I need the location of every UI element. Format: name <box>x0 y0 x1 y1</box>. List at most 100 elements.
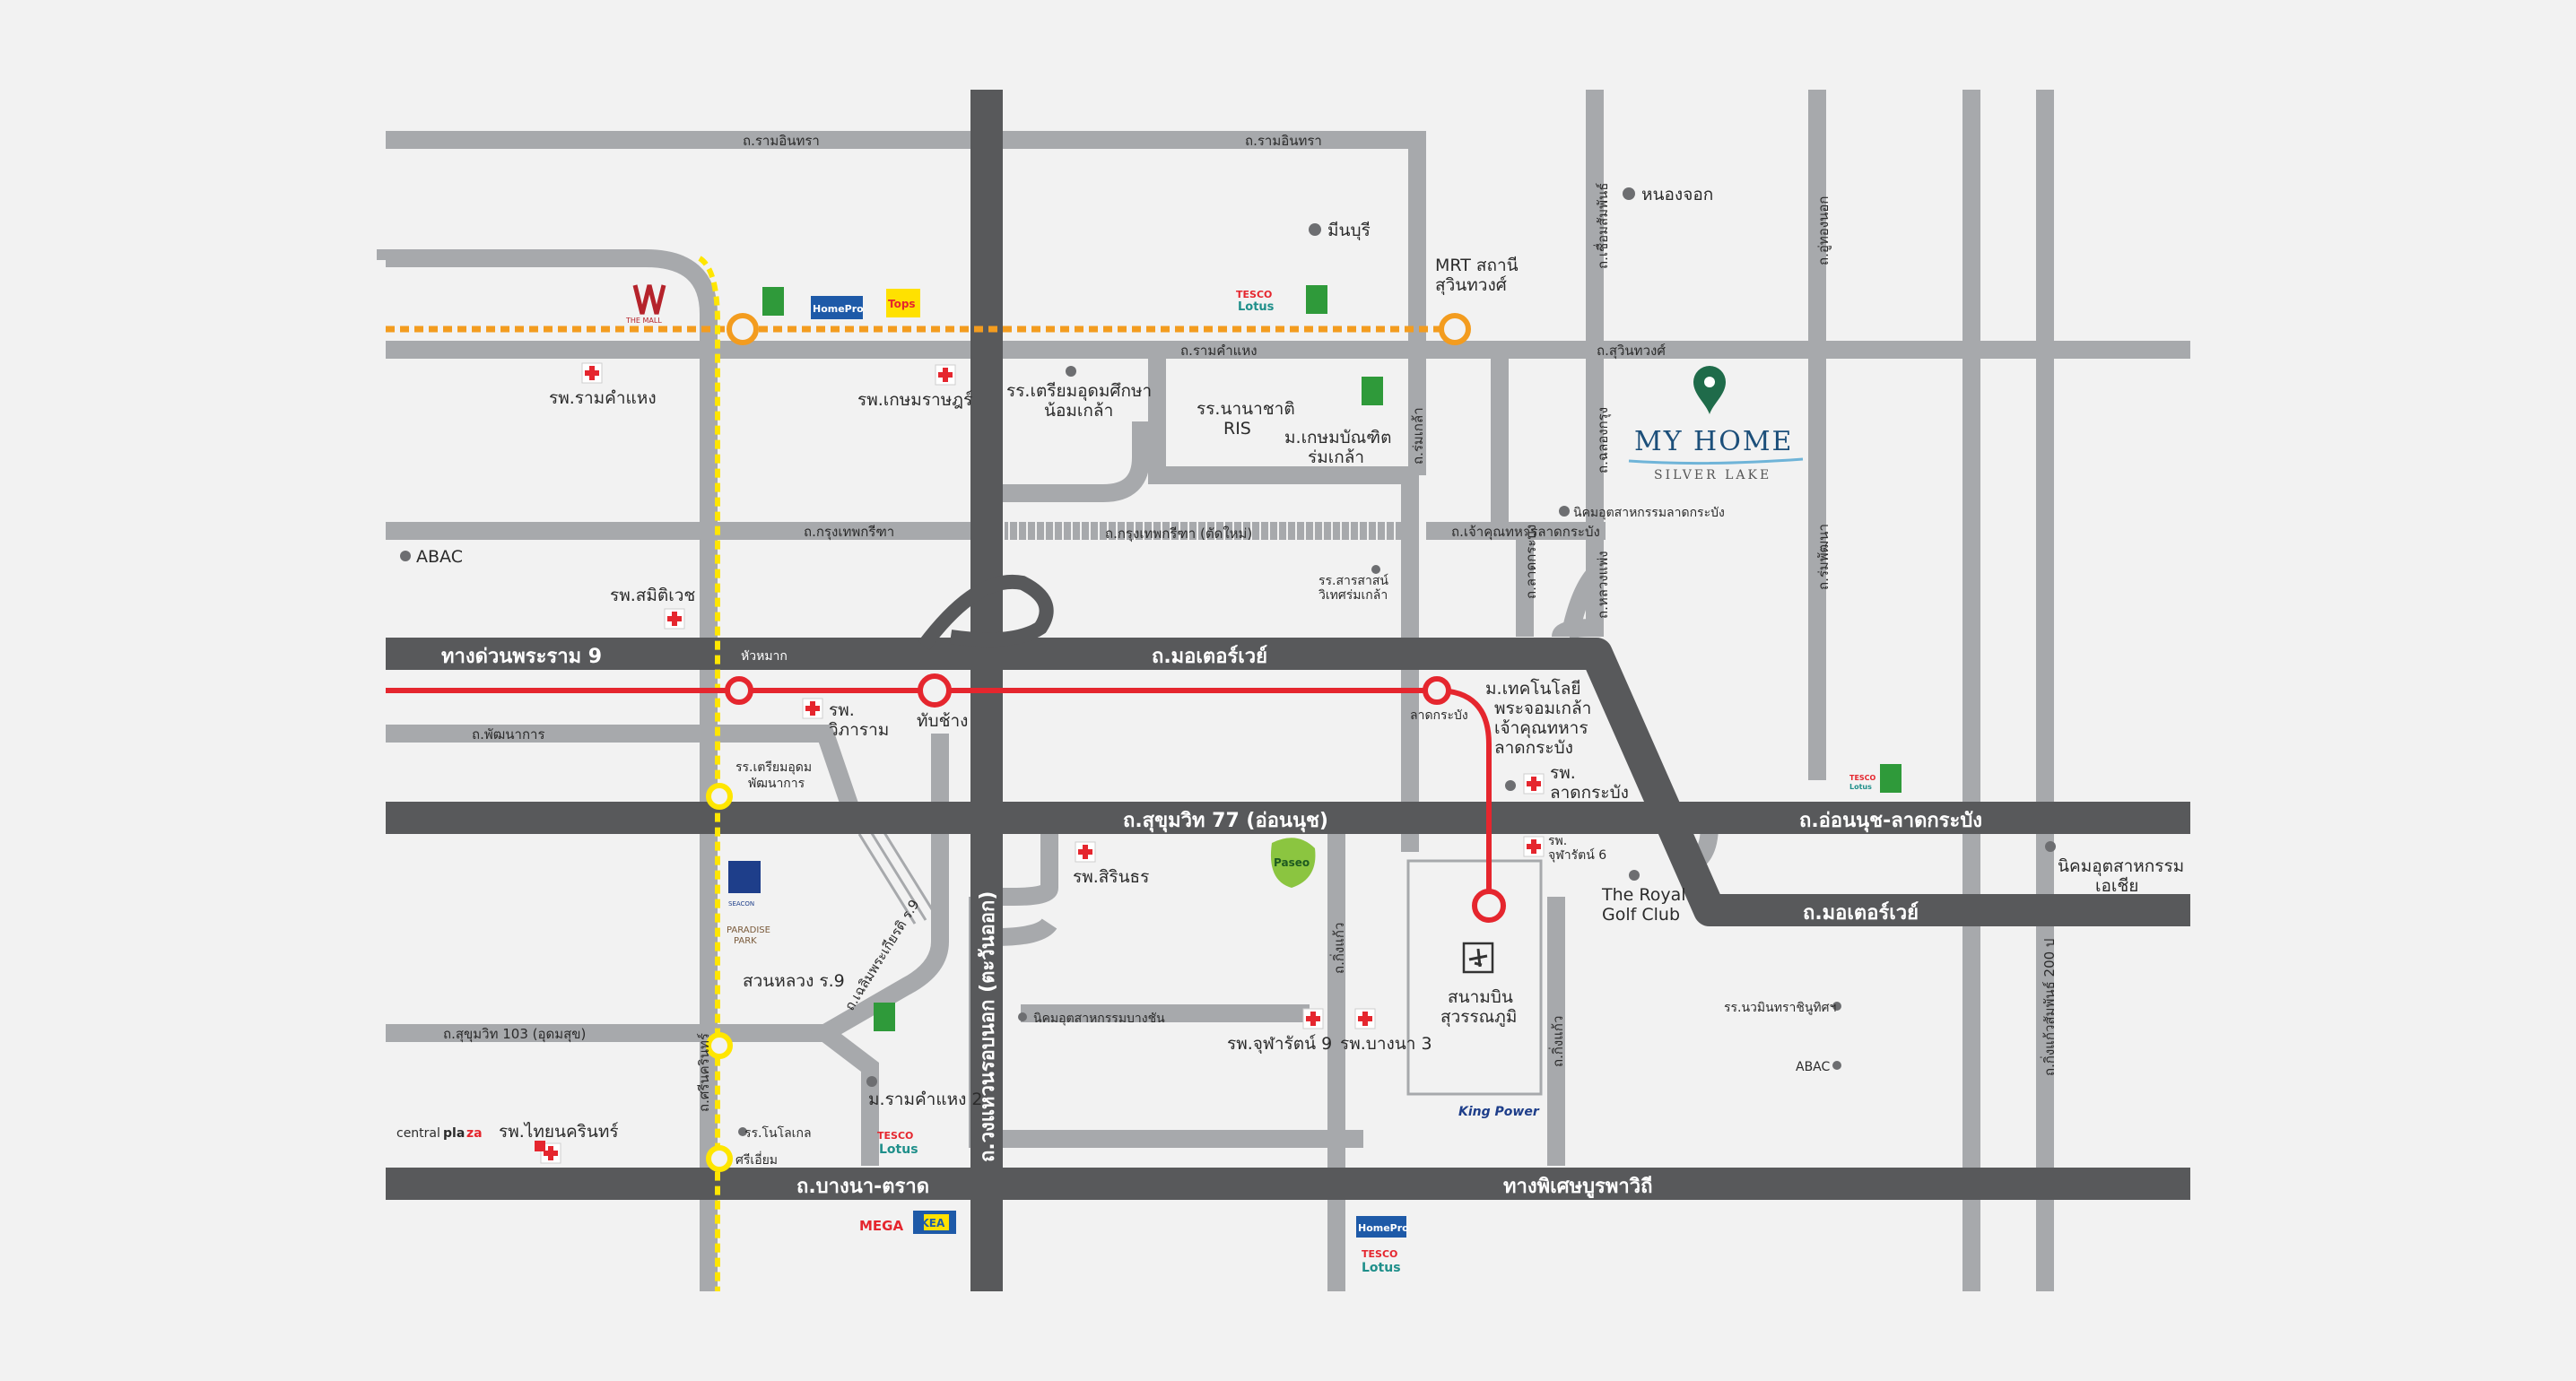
orange-line <box>386 313 1471 345</box>
label-chao-khun-thahan: ถ.เจ้าคุณทหารลาดกระบัง <box>1451 524 1600 541</box>
label-kanchanaphisek: ถ.วงแหวนรอบนอก (ตะวันออก) <box>977 891 999 1162</box>
label-nawamin: รร.นวมินทราชินูทิศฯ <box>1724 1001 1836 1015</box>
label-lotus-2: Lotus <box>1849 783 1872 791</box>
label-tesco-2: TESCO <box>1849 774 1876 782</box>
label-ikea: IKEA <box>917 1217 945 1229</box>
label-ramkhamhaeng2: ม.รามคำแหง 2 <box>868 1090 983 1109</box>
label-hua-mak: หัวหมาก <box>741 649 788 664</box>
label-paseo: Paseo <box>1274 856 1310 869</box>
minor-roads <box>377 90 2190 1291</box>
label-lotus-4: Lotus <box>1362 1261 1401 1275</box>
red-line <box>386 673 1506 923</box>
label-chalong-krung: ถ.ฉลองกรุง <box>1595 407 1612 473</box>
label-triam-phatthana-1: รร.เตรียมอุดม <box>735 760 812 775</box>
label-king-power: King Power <box>1458 1105 1540 1119</box>
label-seacon: SEACON <box>728 900 754 908</box>
label-homepro-1: HomePro <box>813 303 864 315</box>
airport-area <box>1406 859 1543 1096</box>
label-ram-inthra-east: ถ.รามอินทรา <box>1245 133 1322 149</box>
label-kasemrad-hosp: รพ.เกษมราษฎร์ <box>857 390 972 410</box>
label-suan-luang: สวนหลวง ร.9 <box>743 971 845 991</box>
yellow-line <box>698 256 733 1291</box>
label-ris-2: RIS <box>1223 419 1251 439</box>
label-abac-east: ABAC <box>1796 1060 1831 1074</box>
road-hatch <box>1008 522 1396 540</box>
label-homepro-2: HomePro <box>1358 1222 1409 1234</box>
label-kasem-bundit-1: ม.เกษมบัณฑิต <box>1284 428 1391 447</box>
label-royal-golf-2: Golf Club <box>1602 905 1680 925</box>
label-mega: MEGA <box>859 1218 903 1234</box>
label-lotus-3: Lotus <box>879 1142 918 1157</box>
label-central-a: central <box>396 1126 440 1141</box>
label-asia-estate-2: เอเชีย <box>2095 876 2138 896</box>
label-lotus-1: Lotus <box>1238 300 1275 314</box>
label-kmitl-3: เจ้าคุณทหาร <box>1494 718 1588 739</box>
label-kingkaeo-south: ถ.กิ่งแก้ว <box>1548 1016 1566 1067</box>
label-central-b: pla <box>443 1126 465 1141</box>
label-onnut-latkrabang: ถ.อ่อนนุช-ลาดกระบัง <box>1799 810 1982 833</box>
label-srinakarin: ถ.ศรีนครินทร์ <box>696 1033 712 1112</box>
label-chula6-1: รพ. <box>1548 834 1567 848</box>
label-lk-hosp-1: รพ. <box>1550 763 1576 783</box>
label-luang-phaeng: ถ.หลวงแพ่ง <box>1595 551 1611 619</box>
label-phatthanakan: ถ.พัฒนาการ <box>472 726 545 743</box>
rail-diagonal <box>857 826 938 925</box>
label-kasem-bundit-2: ร่มเกล้า <box>1308 447 1364 467</box>
label-tesco-1: TESCO <box>1236 289 1272 300</box>
label-wiharn-2: วิภาราม <box>829 720 890 740</box>
label-kmitl-2: พระจอมเกล้า <box>1494 699 1591 718</box>
label-lat-krabang-station: ลาดกระบัง <box>1410 708 1468 723</box>
label-bangna-trat: ถ.บางนา-ตราด <box>796 1176 929 1198</box>
label-rom-klao: ถ.ร่มเกล้า <box>1410 407 1426 465</box>
label-lat-krabang-north: ถ.ลาดกระบัง <box>1523 525 1539 599</box>
label-sarasas-1: รร.สารสาสน์ <box>1318 573 1388 588</box>
label-wiharn-1: รพ. <box>829 700 855 720</box>
road-labels: ถ.รามอินทรา ถ.รามอินทรา ถ.รามคำแหง ถ.สุว… <box>441 133 2058 1199</box>
label-airport-2: สุวรรณภูมิ <box>1440 1007 1517 1028</box>
label-motorway: ถ.มอเตอร์เวย์ <box>1152 645 1267 668</box>
label-thai-nakarin: รพ.ไทยนครินทร์ <box>499 1122 619 1142</box>
label-samitivej: รพ.สมิติเวช <box>610 586 695 605</box>
label-chula6-2: จุฬารัตน์ 6 <box>1548 847 1606 863</box>
label-tesco-4: TESCO <box>1362 1248 1397 1260</box>
label-triam-1: รร.เตรียมอุดมศึกษา <box>1006 381 1152 402</box>
label-triam-2: น้อมเกล้า <box>1044 401 1113 421</box>
label-the-mall: THE MALL <box>625 317 662 325</box>
label-suwinthawong: ถ.สุวินทวงศ์ <box>1597 343 1666 360</box>
label-ris-1: รร.นานาชาติ <box>1197 399 1295 419</box>
label-ramkhamhaeng: ถ.รามคำแหง <box>1180 343 1258 359</box>
label-rom-phatthana: ถ.ร่มพัฒนา <box>1815 524 1832 590</box>
label-paradise-2: PARK <box>734 936 757 946</box>
label-king-kaeo: ถ.กิ่งแก้ว <box>1329 923 1347 974</box>
label-mrt-1: MRT สถานี <box>1435 256 1519 275</box>
label-burapha-withi: ทางพิเศษบูรพาวิถี <box>1503 1176 1652 1199</box>
airplane-icon <box>1462 942 1494 974</box>
label-si-iam: ศรีเอี่ยม <box>735 1151 778 1168</box>
label-nong-chok: หนองจอก <box>1641 185 1713 204</box>
label-thap-chang: ทับช้าง <box>917 711 968 731</box>
place-labels: หนองจอก มีนบุรี MRT สถานี สุวินทวงศ์ รพ.… <box>416 185 2184 1168</box>
project-logo: MY HOME SILVER LAKE <box>1628 426 1804 482</box>
label-sukhumvit77: ถ.สุขุมวิท 77 (อ่อนนุช) <box>1123 810 1328 833</box>
label-paradise-1: PARADISE <box>727 925 770 935</box>
brand-logos <box>535 284 1902 1238</box>
label-rama9-expressway: ทางด่วนพระราม 9 <box>441 646 602 668</box>
label-bangna3: รพ.บางนา 3 <box>1340 1034 1432 1054</box>
brand-labels: central pla za THE MALL HomePro Tops TES… <box>396 289 1876 1275</box>
map-pin-icon <box>1693 366 1726 414</box>
label-sarasas-2: วิเทศร่มเกล้า <box>1318 588 1388 603</box>
label-kmitl-4: ลาดกระบัง <box>1494 738 1573 758</box>
label-kmitl-1: ม.เทคโนโลยี <box>1485 678 1580 699</box>
label-latkrabang-estate: นิคมอุตสาหกรรมลาดกระบัง <box>1573 506 1725 520</box>
label-asia-estate-1: นิคมอุตสาหกรรม <box>2058 856 2184 877</box>
label-min-buri: มีนบุรี <box>1327 221 1371 241</box>
label-krungthep-kritha: ถ.กรุงเทพกรีฑา <box>804 524 894 541</box>
label-motorway-east: ถ.มอเตอร์เวย์ <box>1803 901 1919 925</box>
project-name: MY HOME <box>1634 426 1793 457</box>
label-bangchan-estate: นิคมอุตสาหกรรมบางชัน <box>1033 1012 1165 1026</box>
label-mrt-2: สุวินทวงศ์ <box>1435 275 1507 296</box>
label-lk-hosp-2: ลาดกระบัง <box>1550 783 1629 803</box>
label-kingkaew-200: ถ.กิ่งแก้วสัมพันธ์ 200 ป <box>2040 939 2058 1076</box>
poi-dots <box>400 187 2056 1136</box>
label-sukhumvit103: ถ.สุขุมวิท 103 (อุดมสุข) <box>443 1026 586 1043</box>
